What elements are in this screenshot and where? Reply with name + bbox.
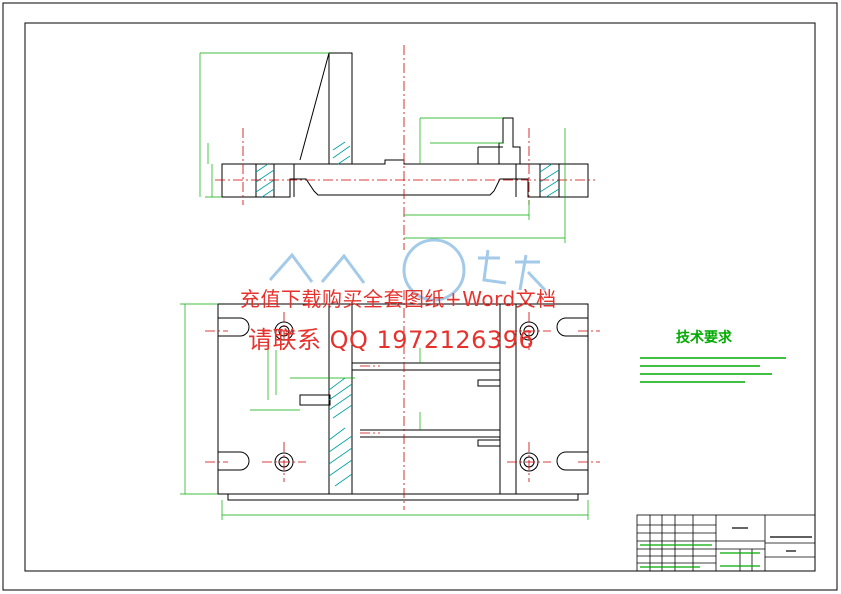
front-hatch <box>328 377 353 487</box>
top-view <box>221 52 589 198</box>
top-hatch <box>255 141 560 198</box>
watermark-line-1: 充值下载购买全套图纸+Word文档 <box>240 287 557 311</box>
technical-requirements-title: 技术要求 <box>676 330 732 346</box>
title-block-fill <box>640 544 760 568</box>
top-dimensions <box>199 52 566 243</box>
front-dimensions <box>180 303 589 520</box>
title-block <box>636 514 816 572</box>
title-block-text <box>732 527 812 552</box>
tech-req-lines <box>640 357 786 383</box>
top-centerlines <box>215 45 595 250</box>
watermark-line-2: 请联系 QQ 1972126396 <box>248 326 535 354</box>
front-centerlines <box>205 290 600 510</box>
logo-watermark <box>268 238 547 302</box>
front-view <box>217 303 589 501</box>
inner-border <box>24 22 816 572</box>
